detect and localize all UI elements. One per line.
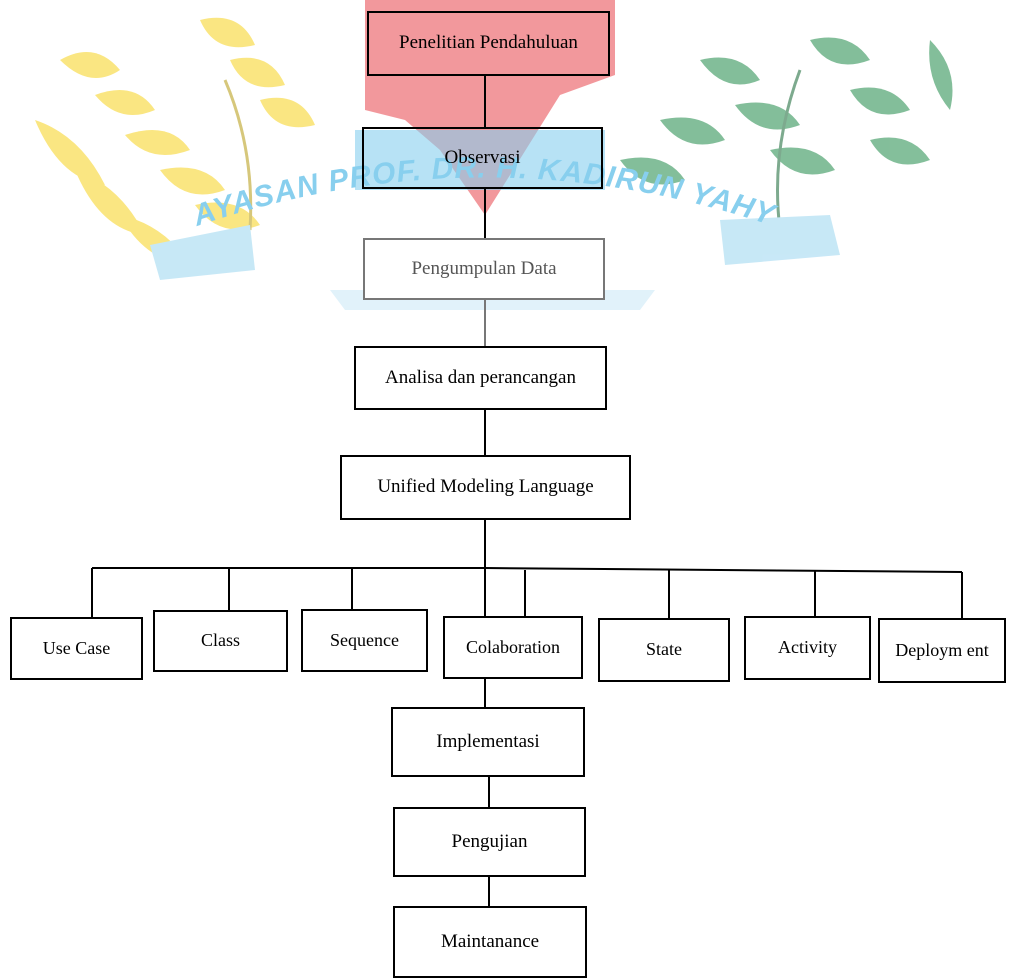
node-penelitian-pendahuluan: Penelitian Pendahuluan: [367, 11, 610, 76]
node-analisa-perancangan: Analisa dan perancangan: [354, 346, 607, 410]
node-observasi: Observasi: [362, 127, 603, 189]
node-pengujian: Pengujian: [393, 807, 586, 877]
node-maintanance: Maintanance: [393, 906, 587, 978]
node-pengumpulan-data: Pengumpulan Data: [363, 238, 605, 300]
node-class: Class: [153, 610, 288, 672]
node-colaboration: Colaboration: [443, 616, 583, 679]
node-deployment: Deploym ent: [878, 618, 1006, 683]
node-activity: Activity: [744, 616, 871, 680]
logo-flag: [365, 0, 615, 215]
node-use-case: Use Case: [10, 617, 143, 680]
node-unified-modeling-language: Unified Modeling Language: [340, 455, 631, 520]
node-sequence: Sequence: [301, 609, 428, 672]
node-state: State: [598, 618, 730, 682]
branch-bar-right: [484, 567, 963, 573]
node-implementasi: Implementasi: [391, 707, 585, 777]
